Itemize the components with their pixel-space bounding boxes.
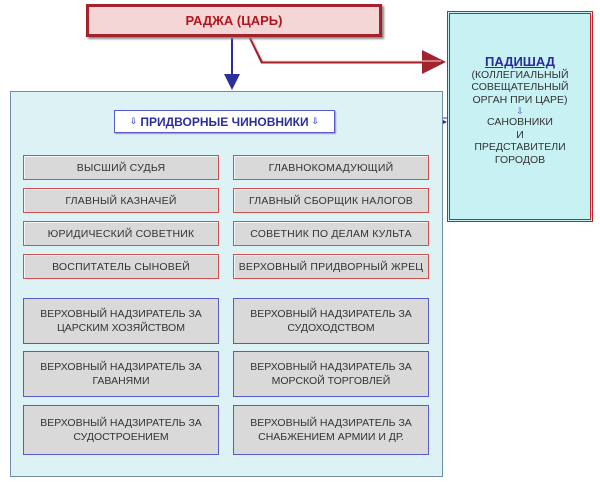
down-arrow-icon: ⇩: [129, 116, 138, 126]
raja-to-padishad-connector: [248, 36, 446, 74]
supervisor-label: ЦАРСКИМ ХОЗЯЙСТВОМ: [57, 322, 185, 334]
official-label: СОВЕТНИК ПО ДЕЛАМ КУЛЬТА: [250, 227, 412, 240]
supervisor-label: МОРСКОЙ ТОРГОВЛЕЙ: [271, 375, 391, 387]
supervisor-box: ВЕРХОВНЫЙ НАДЗИРАТЕЛЬ ЗА СУДОХОДСТВОМ: [233, 298, 429, 344]
supervisor-label: ВЕРХОВНЫЙ НАДЗИРАТЕЛЬ ЗА: [40, 361, 202, 373]
official-box: СОВЕТНИК ПО ДЕЛАМ КУЛЬТА: [233, 221, 429, 246]
supervisor-box: ВЕРХОВНЫЙ НАДЗИРАТЕЛЬ ЗА МОРСКОЙ ТОРГОВЛ…: [233, 351, 429, 397]
supervisor-label: ГАВАНЯМИ: [92, 375, 150, 387]
supervisor-label: ВЕРХОВНЫЙ НАДЗИРАТЕЛЬ ЗА: [40, 417, 202, 429]
padishad-line: ПРЕДСТАВИТЕЛИ: [474, 141, 566, 153]
padishad-line: СОВЕЩАТЕЛЬНЫЙ: [471, 81, 569, 93]
officials-header: ⇩ ПРИДВОРНЫЕ ЧИНОВНИКИ ⇩: [114, 110, 335, 133]
official-label: ГЛАВНЫЙ КАЗНАЧЕЙ: [65, 194, 177, 207]
supervisor-box: ВЕРХОВНЫЙ НАДЗИРАТЕЛЬ ЗА ЦАРСКИМ ХОЗЯЙСТ…: [23, 298, 219, 344]
official-box: ВОСПИТАТЕЛЬ СЫНОВЕЙ: [23, 254, 219, 279]
padishad-line: ОРГАН ПРИ ЦАРЕ): [472, 93, 568, 106]
official-label: ГЛАВНЫЙ СБОРЩИК НАЛОГОВ: [248, 194, 414, 207]
supervisor-label: ВЕРХОВНЫЙ НАДЗИРАТЕЛЬ ЗА: [250, 308, 412, 320]
down-arrow-icon: ⇩: [516, 106, 524, 116]
official-box: ГЛАВНОКОМАДУЮЩИЙ: [233, 155, 429, 180]
official-box: ВЕРХОВНЫЙ ПРИДВОРНЫЙ ЖРЕЦ: [233, 254, 429, 279]
raja-box: РАДЖА (ЦАРЬ): [86, 4, 382, 37]
supervisor-box: ВЕРХОВНЫЙ НАДЗИРАТЕЛЬ ЗА СНАБЖЕНИЕМ АРМИ…: [233, 405, 429, 455]
padishad-box: ПАДИШАД (КОЛЛЕГИАЛЬНЫЙ СОВЕЩАТЕЛЬНЫЙ ОРГ…: [447, 11, 593, 222]
supervisor-label: ВЕРХОВНЫЙ НАДЗИРАТЕЛЬ ЗА: [250, 361, 412, 373]
official-label: ВЕРХОВНЫЙ ПРИДВОРНЫЙ ЖРЕЦ: [238, 260, 424, 273]
supervisor-label: СУДОСТРОЕНИЕМ: [73, 431, 169, 443]
official-label: ВОСПИТАТЕЛЬ СЫНОВЕЙ: [52, 260, 190, 273]
official-box: ВЫСШИЙ СУДЬЯ: [23, 155, 219, 180]
padishad-line: (КОЛЛЕГИАЛЬНЫЙ: [471, 68, 569, 81]
official-label: ВЫСШИЙ СУДЬЯ: [76, 161, 166, 174]
official-label: ГЛАВНОКОМАДУЮЩИЙ: [268, 161, 394, 174]
padishad-line: САНОВНИКИ: [487, 116, 553, 128]
padishad-title: ПАДИШАД: [484, 54, 555, 69]
official-label: ЮРИДИЧЕСКИЙ СОВЕТНИК: [47, 227, 195, 240]
supervisor-label: СНАБЖЕНИЕМ АРМИИ И ДР.: [258, 431, 404, 443]
official-box: ЮРИДИЧЕСКИЙ СОВЕТНИК: [23, 221, 219, 246]
supervisor-label: СУДОХОДСТВОМ: [287, 322, 375, 334]
official-box: ГЛАВНЫЙ СБОРЩИК НАЛОГОВ: [233, 188, 429, 213]
down-arrow-icon: ⇩: [311, 116, 320, 126]
supervisor-box: ВЕРХОВНЫЙ НАДЗИРАТЕЛЬ ЗА СУДОСТРОЕНИЕМ: [23, 405, 219, 455]
officials-title: ПРИДВОРНЫЕ ЧИНОВНИКИ: [140, 114, 309, 129]
supervisor-label: ВЕРХОВНЫЙ НАДЗИРАТЕЛЬ ЗА: [250, 417, 412, 429]
official-box: ГЛАВНЫЙ КАЗНАЧЕЙ: [23, 188, 219, 213]
supervisor-label: ВЕРХОВНЫЙ НАДЗИРАТЕЛЬ ЗА: [40, 308, 202, 320]
raja-label: РАДЖА (ЦАРЬ): [185, 13, 283, 28]
supervisor-box: ВЕРХОВНЫЙ НАДЗИРАТЕЛЬ ЗА ГАВАНЯМИ: [23, 351, 219, 397]
padishad-line: И: [516, 128, 524, 141]
padishad-line: ГОРОДОВ: [494, 153, 546, 166]
